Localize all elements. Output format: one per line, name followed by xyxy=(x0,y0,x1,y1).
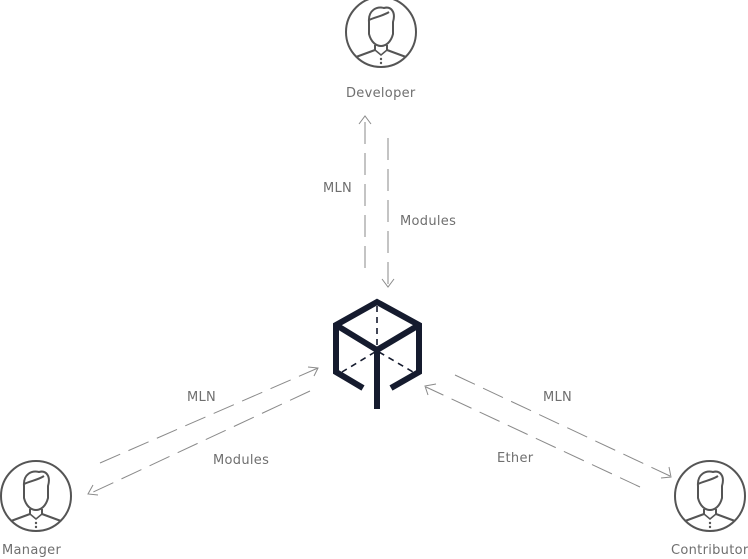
edge-label-ether-contributor: Ether xyxy=(497,451,534,466)
edge-label-mln-developer: MLN xyxy=(323,181,353,196)
edge-center-to-developer xyxy=(358,115,372,268)
manager-label: Manager xyxy=(2,543,62,558)
edge-label-modules-developer: Modules xyxy=(400,214,457,229)
edge-developer-to-center xyxy=(381,138,395,288)
contributor-label: Contributor xyxy=(671,543,748,558)
edge-label-mln-manager: MLN xyxy=(187,390,217,405)
manager-avatar-icon xyxy=(0,460,72,532)
edge-label-modules-manager: Modules xyxy=(213,453,270,468)
contributor-avatar-icon xyxy=(674,460,746,532)
edge-center-to-contributor xyxy=(454,374,672,479)
developer-avatar-icon xyxy=(345,0,417,68)
edge-center-to-manager xyxy=(87,390,311,496)
edge-contributor-to-center xyxy=(424,383,641,488)
edge-label-mln-contributor: MLN xyxy=(543,390,573,405)
cube-logo-icon xyxy=(333,298,422,409)
developer-label: Developer xyxy=(346,86,416,101)
edge-manager-to-center xyxy=(99,366,319,464)
